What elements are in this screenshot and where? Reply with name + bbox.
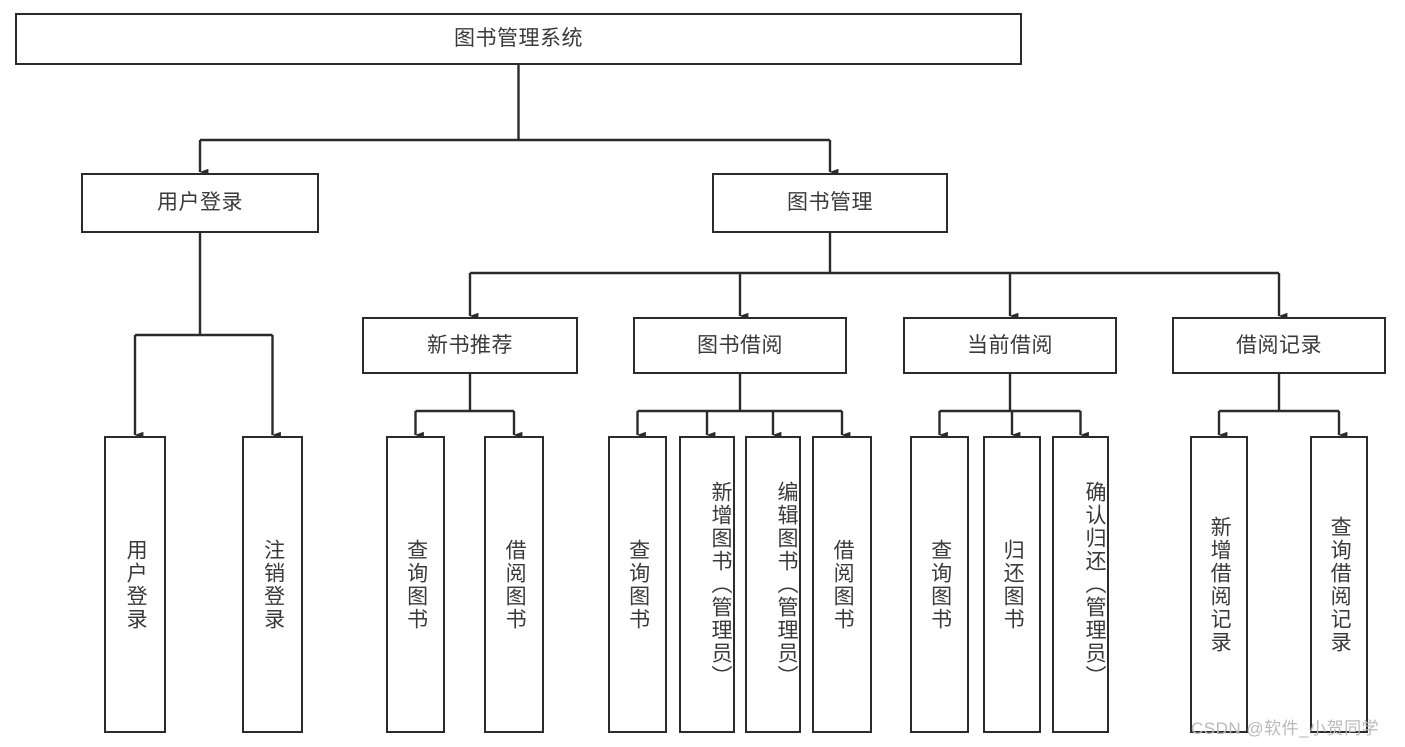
node-current[interactable]: 当前借阅 [903, 317, 1117, 374]
csdn-watermark: CSDN @软件_小贺同学 [1191, 719, 1380, 738]
node-l-queryrec[interactable]: 查询借阅记录 [1310, 436, 1368, 733]
node-l-add[interactable]: 新增图书（管理员） [679, 436, 735, 733]
node-l-edit[interactable]: 编辑图书（管理员） [745, 436, 801, 733]
node-l-addrec[interactable]: 新增借阅记录 [1190, 436, 1248, 733]
node-l-logout[interactable]: 注销登录 [242, 436, 303, 733]
node-newbook[interactable]: 新书推荐 [362, 317, 578, 374]
node-l-return[interactable]: 归还图书 [983, 436, 1041, 733]
node-l-borrow2[interactable]: 借阅图书 [812, 436, 872, 733]
node-records[interactable]: 借阅记录 [1172, 317, 1386, 374]
node-l-login[interactable]: 用户登录 [104, 436, 166, 733]
node-root[interactable]: 图书管理系统 [15, 13, 1022, 65]
node-borrow[interactable]: 图书借阅 [633, 317, 847, 374]
node-l-query2[interactable]: 查询图书 [608, 436, 667, 733]
node-l-confirm[interactable]: 确认归还（管理员） [1052, 436, 1109, 733]
node-bookmgmt[interactable]: 图书管理 [712, 173, 948, 233]
node-l-query3[interactable]: 查询图书 [910, 436, 969, 733]
node-login[interactable]: 用户登录 [81, 173, 319, 233]
node-l-borrow1[interactable]: 借阅图书 [484, 436, 544, 733]
node-l-query1[interactable]: 查询图书 [386, 436, 445, 733]
edge-layer [133, 65, 1348, 439]
